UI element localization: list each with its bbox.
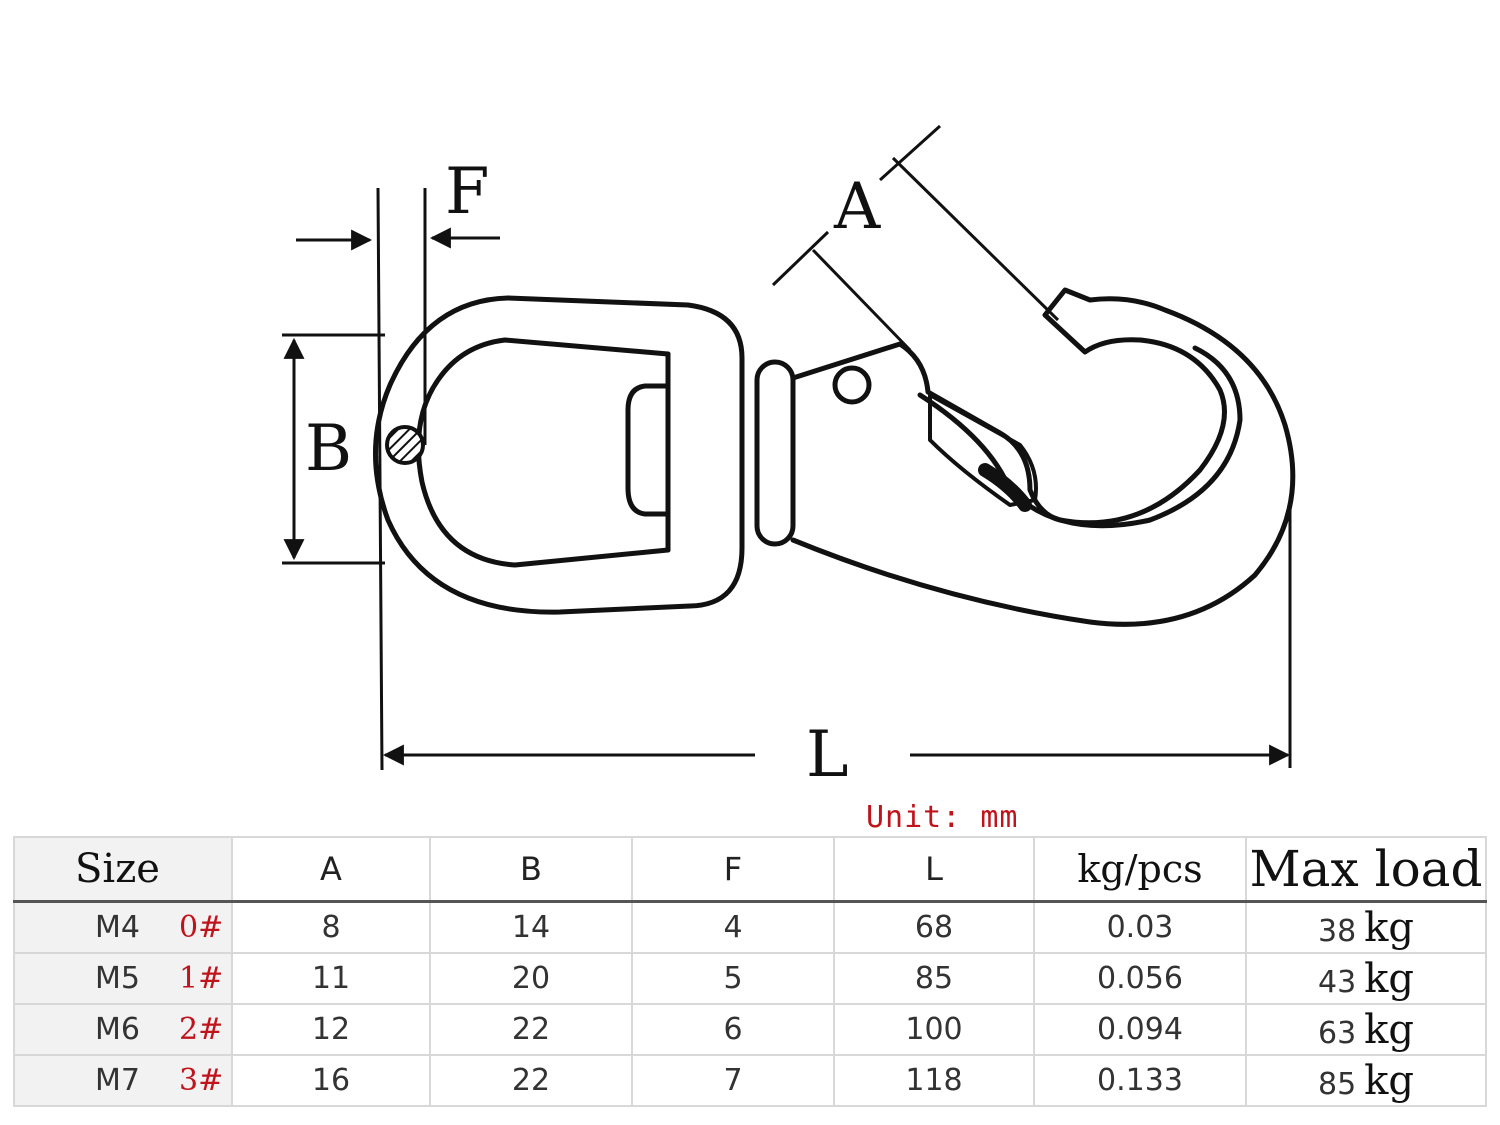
cell-b: 22 bbox=[429, 1054, 633, 1107]
unit-note: Unit: mm bbox=[866, 800, 1019, 835]
header-l: L bbox=[833, 836, 1035, 903]
cell-l: 100 bbox=[833, 1003, 1035, 1056]
size-cell: M6 2# bbox=[13, 1003, 233, 1056]
cell-l: 68 bbox=[833, 900, 1035, 954]
header-b: B bbox=[429, 836, 633, 903]
size-cell: M4 0# bbox=[13, 900, 233, 954]
size-number: 2# bbox=[179, 1012, 224, 1047]
size-name: M7 bbox=[95, 1063, 140, 1098]
load-unit: kg bbox=[1364, 955, 1415, 1002]
swivel-barrel bbox=[754, 359, 796, 547]
cell-a: 11 bbox=[231, 952, 431, 1005]
hook-hole bbox=[832, 365, 872, 405]
size-cell: M5 1# bbox=[13, 952, 233, 1005]
cell-f: 7 bbox=[631, 1054, 835, 1107]
cell-weight: 0.03 bbox=[1033, 900, 1247, 954]
cell-f: 4 bbox=[631, 900, 835, 954]
cell-a: 8 bbox=[231, 900, 431, 954]
spec-table: Size A B F L kg/pcs Max load M4 0# 8 14 4… bbox=[13, 836, 1487, 1107]
cell-weight: 0.056 bbox=[1033, 952, 1247, 1005]
label-l: L bbox=[806, 718, 849, 792]
hook-body-outline bbox=[790, 287, 1296, 627]
size-cell: M7 3# bbox=[13, 1054, 233, 1107]
size-name: M5 bbox=[95, 961, 140, 996]
header-f: F bbox=[631, 836, 835, 903]
size-number: 0# bbox=[179, 910, 224, 945]
load-unit: kg bbox=[1364, 1057, 1415, 1104]
label-f: F bbox=[445, 155, 489, 229]
cell-l: 85 bbox=[833, 952, 1035, 1005]
cell-b: 20 bbox=[429, 952, 633, 1005]
header-a: A bbox=[231, 836, 431, 903]
hook-inner-groove bbox=[917, 345, 1243, 529]
header-max-load: Max load bbox=[1245, 836, 1487, 903]
load-value: 63 bbox=[1317, 1015, 1357, 1051]
load-value: 43 bbox=[1317, 964, 1357, 1000]
cell-l: 118 bbox=[833, 1054, 1035, 1107]
cell-weight: 0.133 bbox=[1033, 1054, 1247, 1107]
hook-gate bbox=[928, 393, 1038, 507]
load-unit: kg bbox=[1364, 904, 1415, 951]
cell-a: 12 bbox=[231, 1003, 431, 1056]
header-weight: kg/pcs bbox=[1033, 836, 1247, 903]
eye-inner-outline bbox=[415, 337, 671, 568]
size-number: 3# bbox=[179, 1063, 224, 1098]
size-name: M4 bbox=[95, 910, 140, 945]
cell-f: 6 bbox=[631, 1003, 835, 1056]
cell-f: 5 bbox=[631, 952, 835, 1005]
eye-inner-tab bbox=[625, 383, 671, 517]
label-b: B bbox=[305, 412, 352, 486]
load-value: 38 bbox=[1317, 913, 1357, 949]
header-size: Size bbox=[13, 836, 233, 903]
eye-outer-outline bbox=[373, 295, 745, 615]
load-unit: kg bbox=[1364, 1006, 1415, 1053]
cell-b: 14 bbox=[429, 900, 633, 954]
size-number: 1# bbox=[179, 961, 224, 996]
table-header-row: Size A B F L kg/pcs Max load bbox=[13, 836, 1487, 903]
swivel-snap-hook-diagram: F A B L bbox=[282, 124, 1296, 792]
wire-cross-section bbox=[385, 425, 425, 465]
load-value: 85 bbox=[1317, 1066, 1357, 1102]
size-name: M6 bbox=[95, 1012, 140, 1047]
cell-weight: 0.094 bbox=[1033, 1003, 1247, 1056]
label-a: A bbox=[833, 170, 881, 244]
cell-b: 22 bbox=[429, 1003, 633, 1056]
cell-a: 16 bbox=[231, 1054, 431, 1107]
